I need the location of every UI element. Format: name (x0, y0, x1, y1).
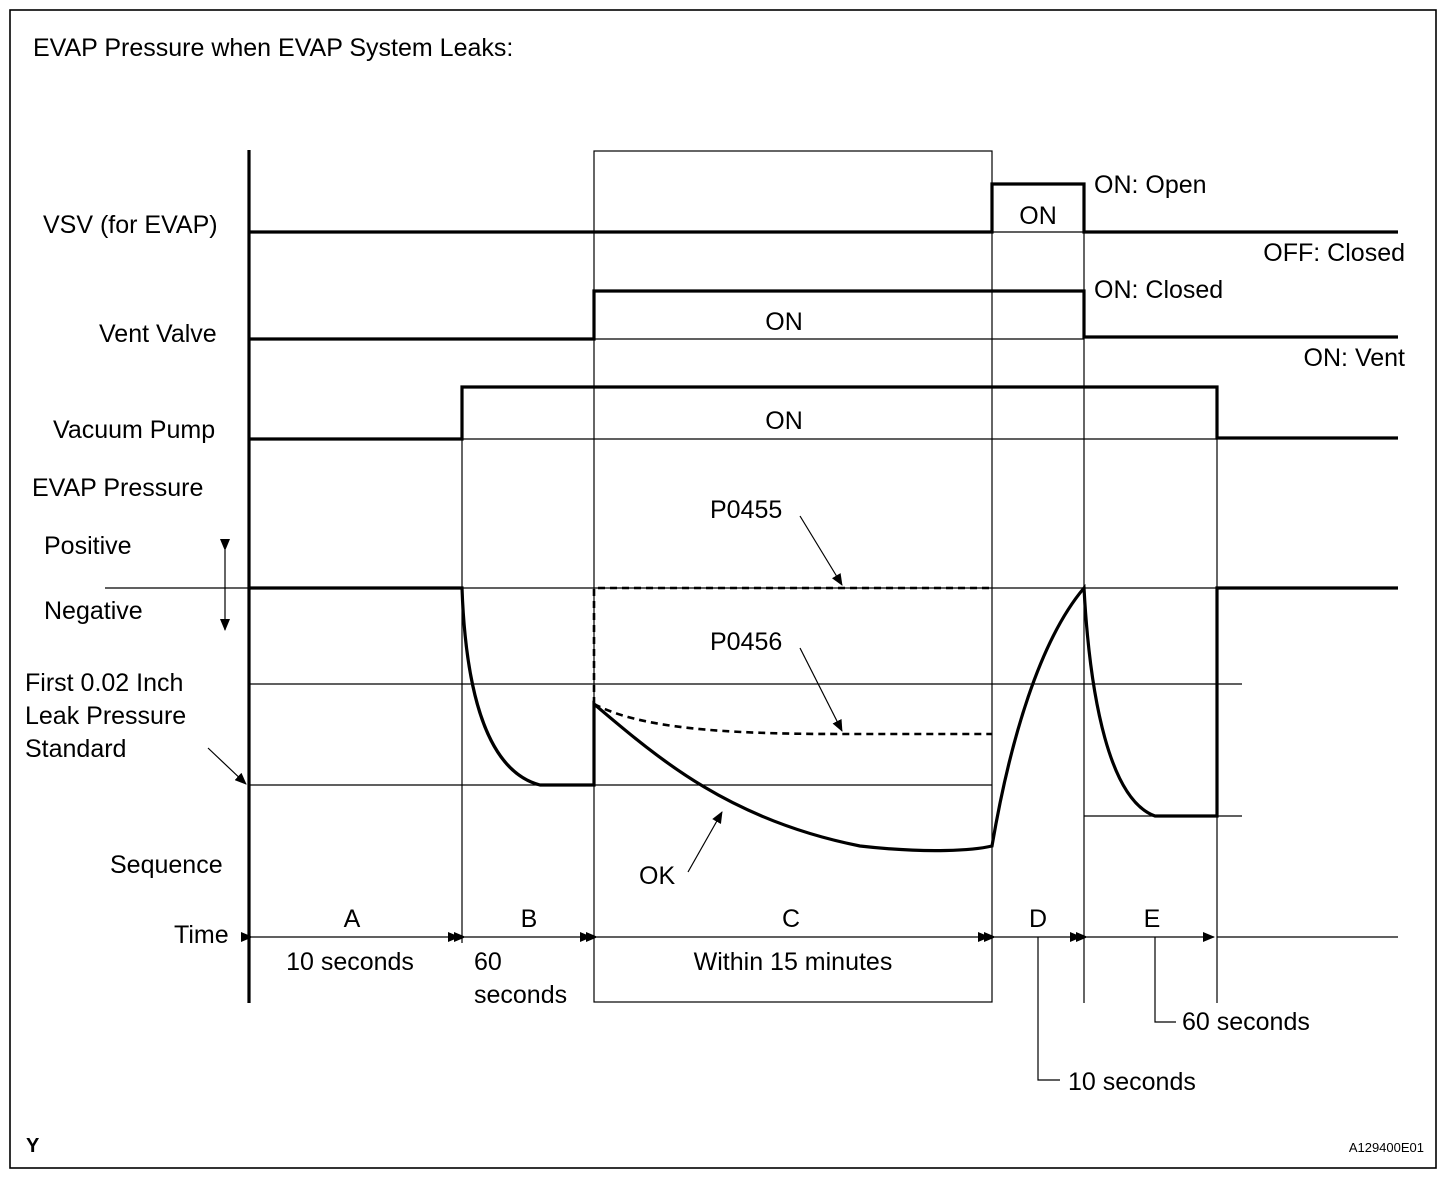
duration-b-label-2: seconds (474, 981, 567, 1009)
positive-label: Positive (44, 532, 132, 560)
d-duration-leader (1037, 937, 1060, 1081)
vacuum-pump-signal (249, 385, 1398, 441)
outer-frame (9, 9, 1437, 1169)
p0456-curve (593, 702, 992, 736)
vent-valve-row-label: Vent Valve (99, 320, 217, 348)
duration-c-label: Within 15 minutes (694, 948, 893, 976)
evap-pressure-row-label: EVAP Pressure (32, 474, 203, 502)
ok-label: OK (639, 862, 675, 890)
sequence-row-label: Sequence (110, 851, 223, 879)
duration-b-label-1: 60 (474, 948, 502, 976)
ok-callout-arrow (687, 811, 723, 873)
e-duration-leader (1154, 937, 1176, 1023)
phase-c-box (593, 150, 993, 1003)
vsv-row-label: VSV (for EVAP) (43, 211, 218, 239)
sequence-d-label: D (1029, 905, 1047, 933)
vent-on-vent-label: ON: Vent (1304, 344, 1405, 372)
vent-on-label: ON (765, 308, 803, 336)
vsv-off-closed-label: OFF: Closed (1263, 239, 1405, 267)
p0456-callout-arrow (799, 647, 843, 732)
vsv-signal (249, 182, 1398, 234)
p0456-label: P0456 (710, 628, 782, 656)
diagram-title: EVAP Pressure when EVAP System Leaks: (33, 34, 513, 62)
leak-standard-label-2: Leak Pressure (25, 702, 186, 730)
p0455-label: P0455 (710, 496, 782, 524)
figure-id: A129400E01 (1349, 1140, 1424, 1155)
footer-left-mark: Y (26, 1135, 40, 1157)
sequence-c-label: C (782, 905, 800, 933)
sequence-b-label: B (521, 905, 538, 933)
sequence-e-label: E (1144, 905, 1161, 933)
evap-pressure-curve (249, 583, 1398, 853)
leak-standard-callout-arrow (207, 747, 247, 785)
pump-on-label: ON (765, 407, 803, 435)
vsv-on-label: ON (1019, 202, 1057, 230)
duration-a-label: 10 seconds (286, 948, 414, 976)
vent-on-closed-label: ON: Closed (1094, 276, 1223, 304)
duration-d-label: 10 seconds (1068, 1068, 1196, 1096)
leak-standard-label-3: Standard (25, 735, 126, 763)
sequence-a-label: A (344, 905, 361, 933)
negative-label: Negative (44, 597, 143, 625)
leak-standard-label-1: First 0.02 Inch (25, 669, 183, 697)
vsv-on-open-label: ON: Open (1094, 171, 1207, 199)
duration-e-label: 60 seconds (1182, 1008, 1310, 1036)
time-row-label: Time (174, 921, 229, 949)
p0455-callout-arrow (799, 515, 843, 586)
vacuum-pump-row-label: Vacuum Pump (53, 416, 215, 444)
p0455-curve (592, 586, 992, 704)
vent-valve-signal (249, 289, 1398, 341)
